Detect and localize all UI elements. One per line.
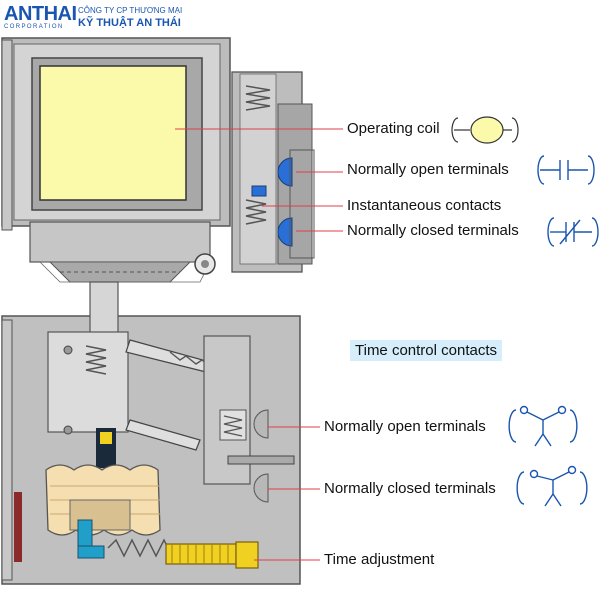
operating-coil: [39, 65, 187, 201]
normally-open-contact-icon: [537, 155, 595, 185]
label-operating-coil: Operating coil: [347, 120, 440, 137]
leader-lines: [175, 128, 343, 561]
armature: [29, 221, 211, 263]
normally-closed-contact-icon: [547, 217, 599, 247]
adjustment-screw: [165, 543, 237, 565]
coil-symbol-icon: [451, 116, 519, 144]
label-normally-open-top: Normally open terminals: [347, 161, 509, 178]
label-time-control-contacts: Time control contacts: [350, 340, 502, 361]
company-line-1: CÔNG TY CP THƯƠNG MẠI: [78, 6, 183, 15]
label-normally-open-bottom: Normally open terminals: [324, 418, 486, 435]
company-line-2: KỸ THUẬT AN THÁI: [78, 17, 181, 29]
logo-corporation: CORPORATION: [4, 24, 64, 30]
label-time-adjustment: Time adjustment: [324, 551, 435, 568]
timed-normally-open-icon: [508, 405, 578, 447]
label-normally-closed-bottom: Normally closed terminals: [324, 480, 496, 497]
brand-logo: ANTHAI CORPORATION: [4, 4, 77, 31]
timed-normally-closed-icon: [516, 465, 588, 507]
label-instantaneous-contacts: Instantaneous contacts: [347, 197, 502, 214]
label-normally-closed-top: Normally closed terminals: [347, 222, 519, 239]
logo-text: ANTHAI: [4, 3, 77, 25]
